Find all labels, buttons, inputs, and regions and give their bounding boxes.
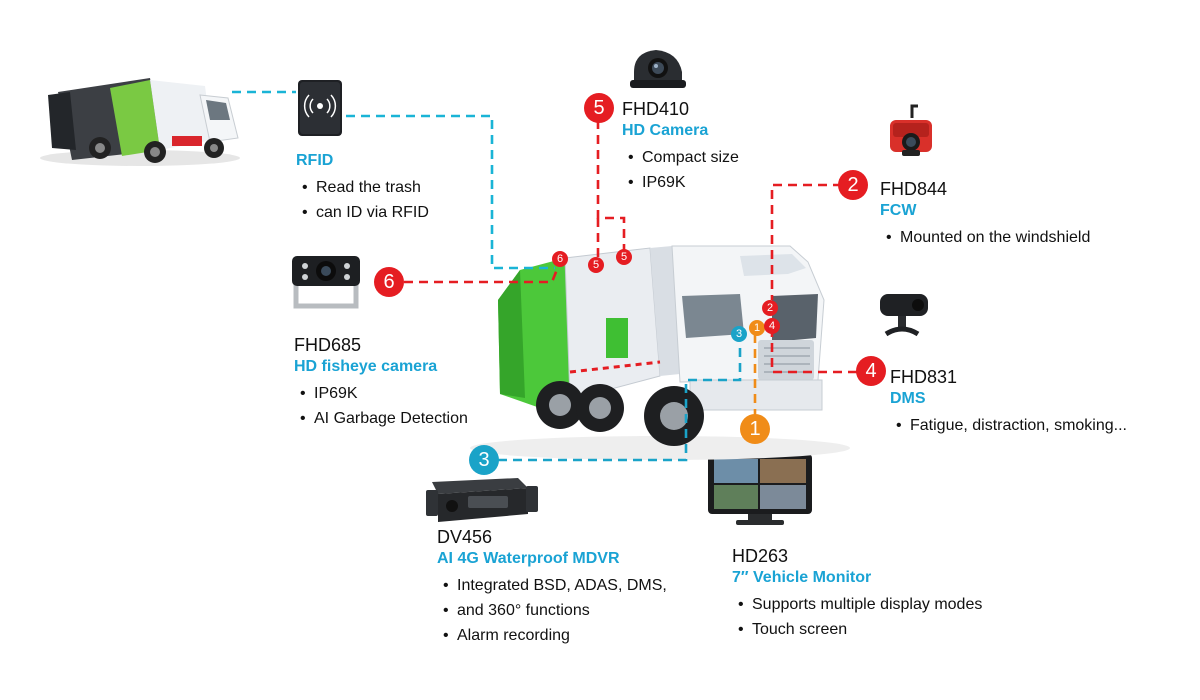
fhd685-subtitle: HD fisheye camera: [294, 358, 438, 375]
dv456-feature-3: Alarm recording: [437, 623, 667, 648]
truck-marker-3: 3: [731, 326, 747, 342]
fhd685-model: FHD685: [294, 335, 362, 355]
hd263-model: HD263: [732, 546, 789, 566]
fhd685-block: FHD685 HD fisheye camera IP69K AI Garbag…: [294, 334, 468, 431]
dv456-feature-2: and 360° functions: [437, 598, 667, 623]
fhd831-block: FHD831 DMS Fatigue, distraction, smoking…: [890, 366, 1127, 438]
badge-4: 4: [856, 356, 886, 386]
fhd410-subtitle: HD Camera: [622, 122, 709, 139]
truck-marker-2: 2: [762, 300, 778, 316]
rfid-reader-image: [298, 80, 342, 136]
truck-marker-6: 6: [552, 251, 568, 267]
rfid-title: RFID: [296, 152, 334, 169]
fhd844-camera-image: [890, 104, 932, 156]
fhd685-feature-2: AI Garbage Detection: [294, 406, 468, 431]
garbage-truck-image: [470, 245, 850, 460]
truck-marker-1: 1: [749, 320, 765, 336]
small-garbage-truck-image: [40, 78, 240, 166]
fhd831-model: FHD831: [890, 367, 958, 387]
hd263-block: HD263 7″ Vehicle Monitor Supports multip…: [732, 545, 982, 642]
dv456-model: DV456: [437, 527, 493, 547]
fhd410-model: FHD410: [622, 99, 690, 119]
dv456-feature-1: Integrated BSD, ADAS, DMS,: [437, 573, 667, 598]
rfid-features: Read the trash can ID via RFID: [296, 175, 429, 225]
truck-marker-5b: 5: [616, 249, 632, 265]
badge-5: 5: [584, 93, 614, 123]
dv456-block: DV456 AI 4G Waterproof MDVR Integrated B…: [437, 526, 667, 648]
fhd410-block: FHD410 HD Camera Compact size IP69K: [622, 98, 739, 195]
fhd831-camera-image: [880, 294, 928, 337]
dv456-features: Integrated BSD, ADAS, DMS, and 360° func…: [437, 573, 667, 648]
badge-1: 1: [740, 414, 770, 444]
fhd844-feature-1: Mounted on the windshield: [880, 225, 1090, 250]
dv456-subtitle: AI 4G Waterproof MDVR: [437, 550, 620, 567]
fhd410-camera-image: [630, 50, 686, 88]
badge-2: 2: [838, 170, 868, 200]
fhd831-subtitle: DMS: [890, 390, 926, 407]
badge-6: 6: [374, 267, 404, 297]
fhd410-features: Compact size IP69K: [622, 145, 739, 195]
fhd685-camera-image: [292, 256, 360, 309]
rfid-feature-1: Read the trash: [296, 175, 429, 200]
dv456-mdvr-image: [426, 478, 538, 522]
fhd410-feature-2: IP69K: [622, 170, 739, 195]
fhd410-feature-1: Compact size: [622, 145, 739, 170]
fhd844-model: FHD844: [880, 179, 948, 199]
fhd831-feature-1: Fatigue, distraction, smoking...: [890, 413, 1127, 438]
hd263-subtitle: 7″ Vehicle Monitor: [732, 569, 872, 586]
rfid-feature-2: can ID via RFID: [296, 200, 429, 225]
fhd844-subtitle: FCW: [880, 202, 917, 219]
fhd844-features: Mounted on the windshield: [880, 225, 1090, 250]
fhd685-feature-1: IP69K: [294, 381, 468, 406]
hd263-monitor-image: [708, 454, 812, 525]
fhd685-features: IP69K AI Garbage Detection: [294, 381, 468, 431]
fhd844-block: FHD844 FCW Mounted on the windshield: [880, 178, 1090, 250]
truck-marker-4: 4: [764, 318, 780, 334]
hd263-feature-2: Touch screen: [732, 617, 982, 642]
hd263-features: Supports multiple display modes Touch sc…: [732, 592, 982, 642]
badge-3: 3: [469, 445, 499, 475]
truck-marker-5a: 5: [588, 257, 604, 273]
connection-lines: [232, 90, 857, 462]
rfid-block: RFID Read the trash can ID via RFID: [296, 150, 429, 225]
hd263-feature-1: Supports multiple display modes: [732, 592, 982, 617]
fhd831-features: Fatigue, distraction, smoking...: [890, 413, 1127, 438]
